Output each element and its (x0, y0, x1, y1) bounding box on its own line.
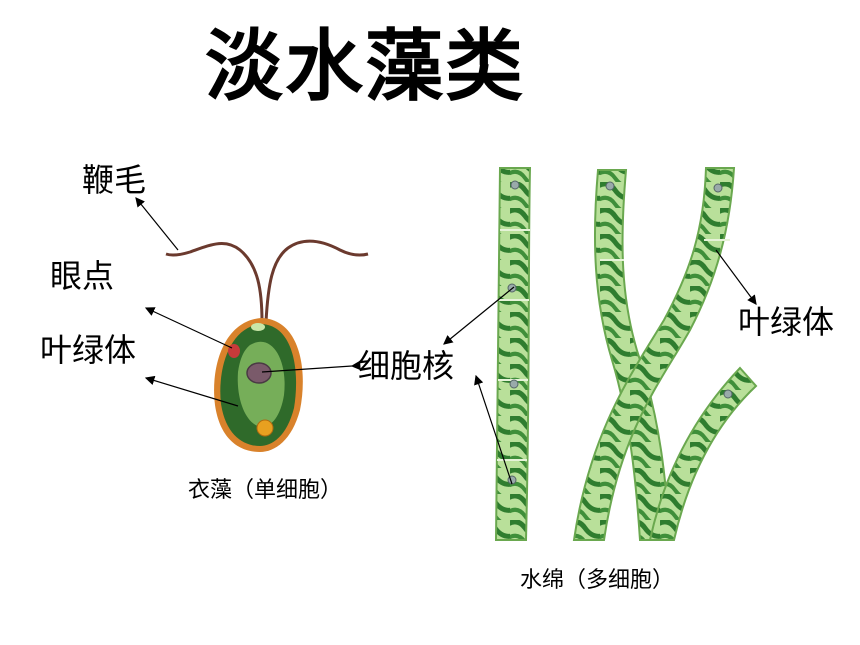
filament-1 (494, 167, 532, 541)
arrow-nucleus-right-lower (474, 374, 513, 485)
pyrenoid (256, 419, 274, 437)
label-nucleus: 细胞核 (358, 347, 455, 385)
nucleus (246, 362, 272, 384)
caption-spirogyra: 水绵（多细胞） (520, 568, 675, 593)
flagellum-right (264, 239, 369, 323)
filament-4 (648, 366, 758, 541)
arrow-nucleus-left (261, 360, 361, 373)
flagellum-left (165, 242, 264, 323)
arrow-chloroplast-right (715, 249, 757, 305)
page-title: 淡水藻类 (205, 21, 526, 112)
contractile-vacuole (251, 323, 265, 331)
label-flagellum: 鞭毛 (82, 161, 147, 199)
cup-chloroplast-light (237, 341, 285, 427)
filament-3 (572, 167, 736, 541)
caption-chlamydomonas: 衣藻（单细胞） (188, 478, 343, 503)
label-chloroplast-right: 叶绿体 (738, 303, 835, 341)
label-eyespot: 眼点 (50, 257, 115, 295)
arrow-chloroplast-left (144, 375, 239, 407)
arrow-flagellum (135, 197, 179, 251)
arrow-eyespot (144, 307, 233, 349)
label-chloroplast-left: 叶绿体 (40, 331, 137, 369)
arrow-nucleus-right-upper (443, 286, 515, 345)
